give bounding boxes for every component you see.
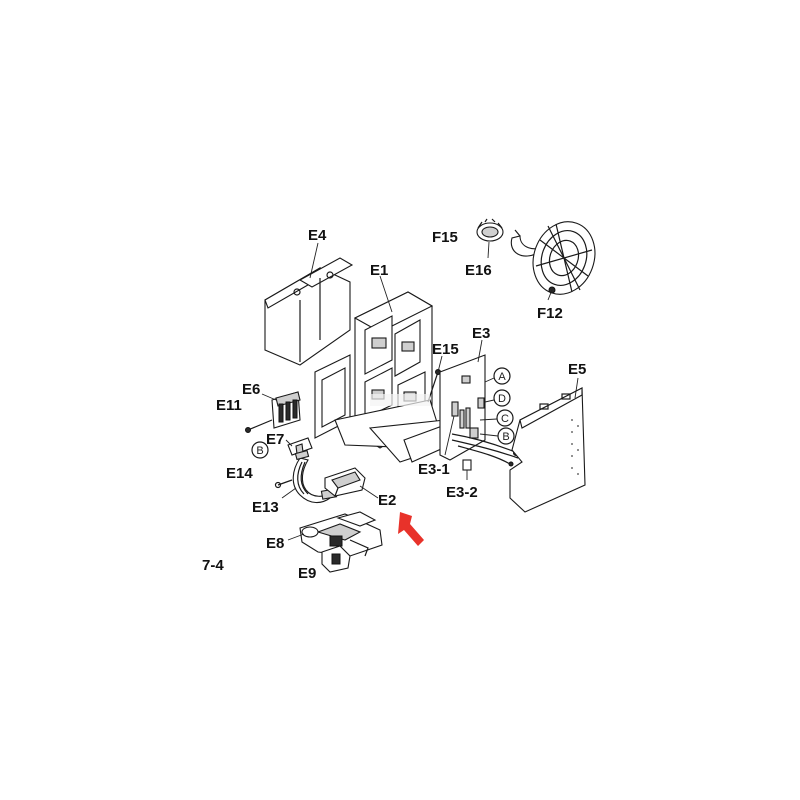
label-page-ref: 7-4 (202, 557, 224, 574)
part-f12-fan-guard (532, 221, 596, 301)
part-e3-circuit-board (439, 339, 519, 467)
label-e3-2: E3-2 (446, 484, 478, 501)
label-f12: F12 (537, 305, 563, 322)
label-e4: E4 (308, 227, 327, 244)
circled-ref-b-left: B (251, 441, 269, 459)
label-e15: E15 (432, 341, 459, 358)
label-e11: E11 (216, 397, 242, 414)
part-e6-terminal-block (261, 391, 301, 429)
svg-text:B: B (502, 431, 509, 443)
label-e14: E14 (226, 465, 253, 482)
label-e1: E1 (370, 262, 388, 279)
label-e3-1: E3-1 (418, 461, 450, 478)
part-e8-motor-assembly (287, 511, 383, 557)
label-e9: E9 (298, 565, 316, 582)
part-e16-ring (476, 218, 504, 259)
part-e9-lower-part (321, 545, 351, 573)
label-e8: E8 (266, 535, 284, 552)
part-e1-box-frame (314, 275, 451, 463)
svg-text:D: D (498, 393, 506, 405)
part-e2-cover (324, 467, 379, 499)
part-e14-screw (274, 479, 293, 489)
label-e3: E3 (472, 325, 490, 342)
circled-ref-d: D (484, 389, 511, 407)
label-e2: E2 (378, 492, 396, 509)
svg-text:A: A (498, 371, 506, 383)
part-e11-screw (245, 419, 273, 433)
circled-ref-c: C (479, 409, 514, 427)
label-e13: E13 (252, 499, 279, 516)
part-e4-bracket (264, 242, 354, 366)
watermark (370, 394, 430, 406)
e2-pointer-arrow-icon (398, 512, 424, 546)
part-e3-1-connector (444, 401, 459, 456)
label-e16: E16 (465, 262, 492, 279)
label-e6: E6 (242, 381, 260, 398)
circled-ref-b-right: B (479, 427, 515, 445)
svg-text:B: B (256, 445, 263, 457)
svg-text:C: C (501, 413, 509, 425)
part-e5-cover-panel (509, 377, 586, 513)
label-e7: E7 (266, 431, 284, 448)
label-e5: E5 (568, 361, 586, 378)
circled-ref-a: A (484, 367, 511, 385)
label-f15: F15 (432, 229, 458, 246)
part-e3-2-spacer (462, 459, 472, 480)
